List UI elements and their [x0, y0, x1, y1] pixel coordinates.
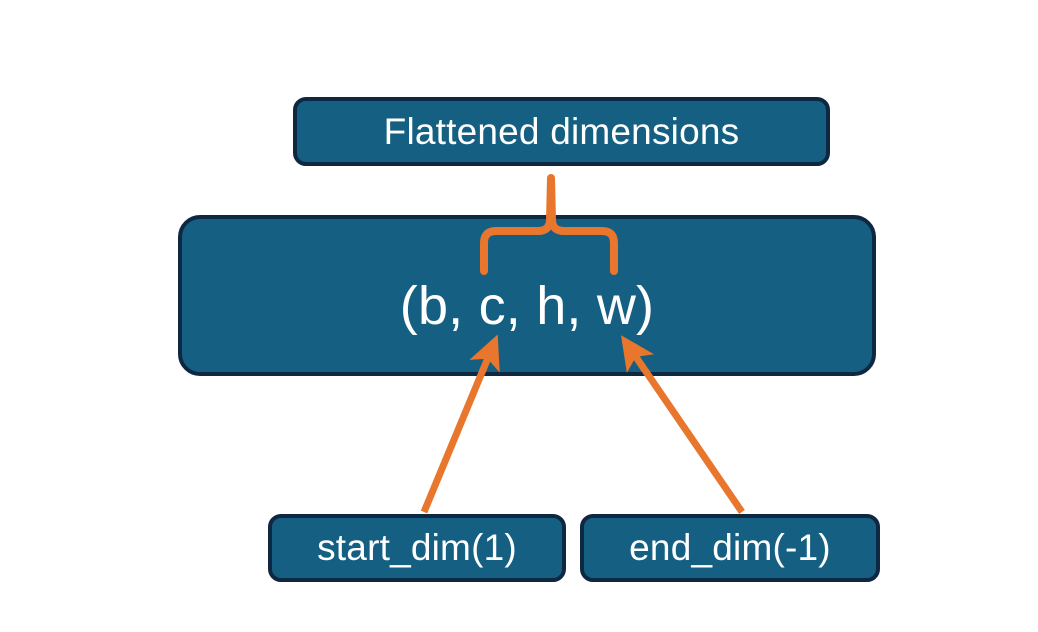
end-dim-label: end_dim(-1)	[629, 527, 831, 568]
tensor-shape-box[interactable]: (b, c, h, w)	[178, 215, 876, 376]
flattened-dimensions-box[interactable]: Flattened dimensions	[293, 97, 830, 166]
tensor-shape-label: (b, c, h, w)	[399, 275, 655, 336]
end-dim-box[interactable]: end_dim(-1)	[580, 514, 880, 582]
start-dim-box[interactable]: start_dim(1)	[268, 514, 566, 582]
start-dim-label: start_dim(1)	[317, 527, 517, 568]
flattened-dimensions-label: Flattened dimensions	[383, 110, 740, 152]
